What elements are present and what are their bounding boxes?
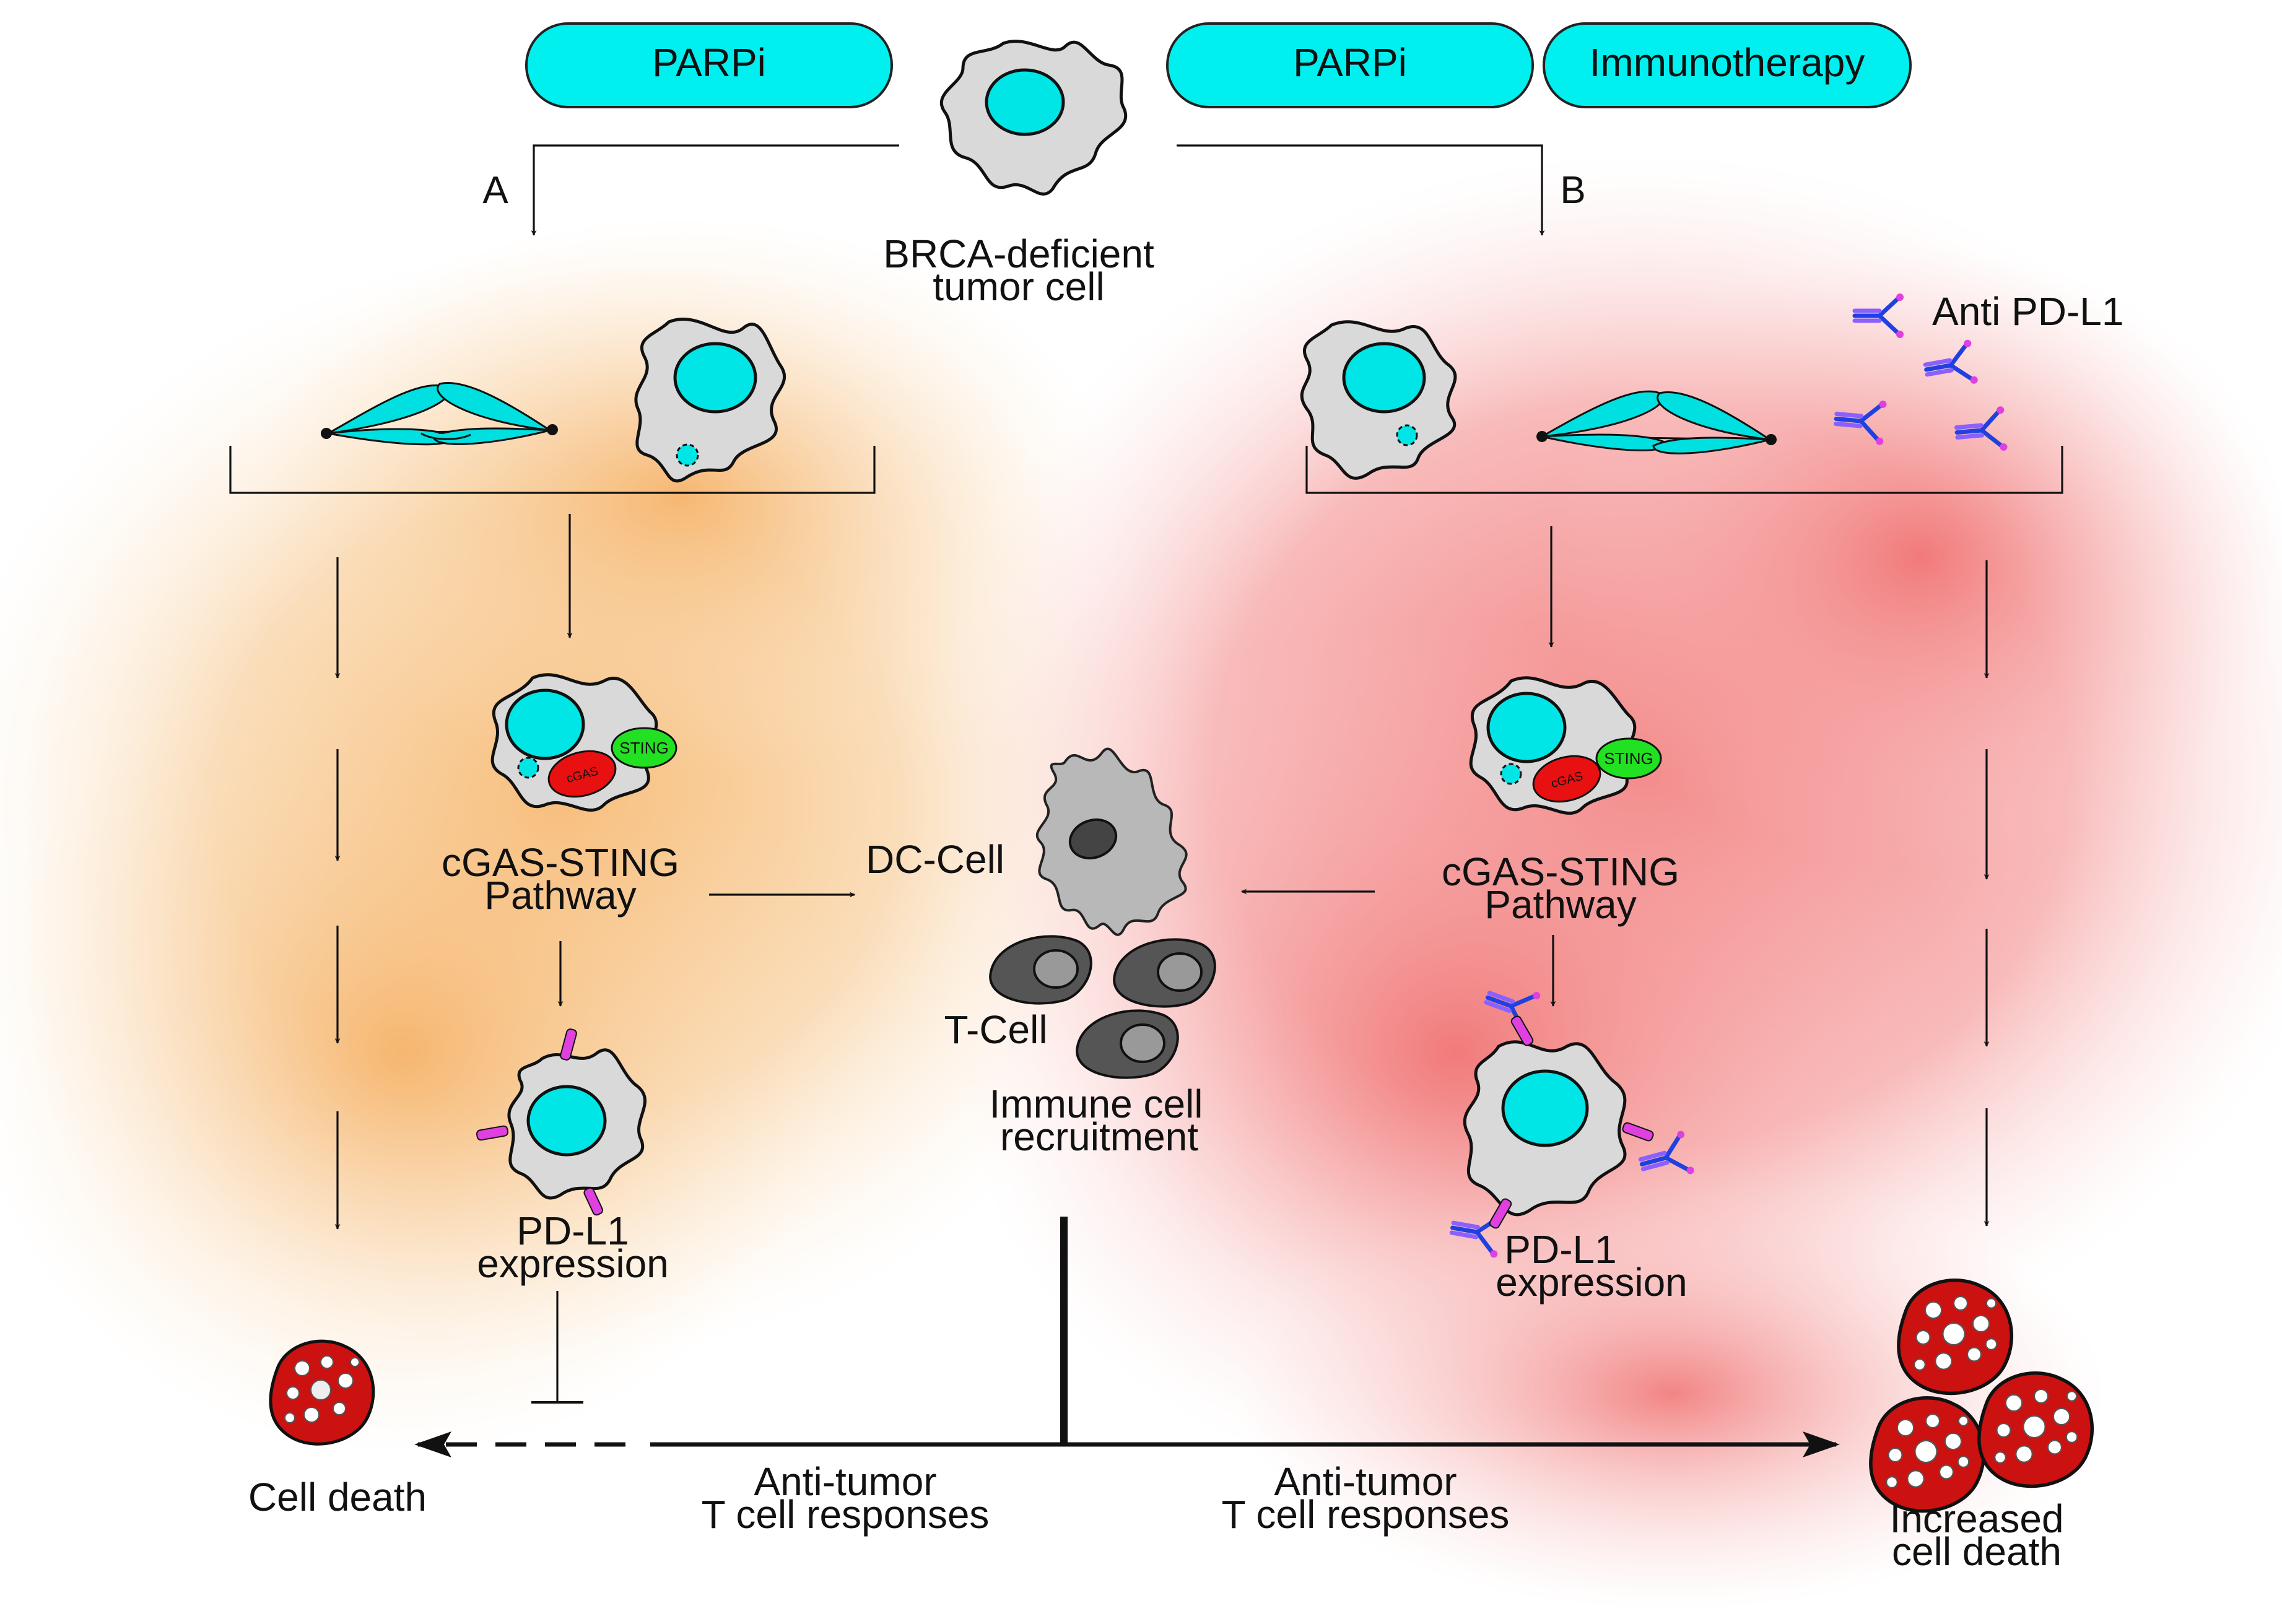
t-cell-2 (1113, 938, 1216, 1008)
right-pdl1-cell (1463, 1015, 1654, 1229)
right-pdl1-line1: PD-L1 (1504, 1227, 1616, 1272)
t-cell-3 (1076, 1009, 1179, 1079)
immunotherapy-pill: Immunotherapy (1543, 22, 1912, 108)
left-sting-text: STING (619, 739, 668, 757)
branch-a-label: A (482, 169, 508, 212)
right-response-line2: T cell responses (1222, 1492, 1510, 1537)
right-outcome-line2: cell death (1892, 1529, 2062, 1574)
right-bracket (1305, 446, 2063, 494)
right-response-line1: Anti-tumor (1274, 1459, 1457, 1504)
t-cell-1 (989, 935, 1092, 1005)
antibody-icon (1923, 339, 1978, 384)
antibody-icon (1954, 406, 2008, 451)
left-pathway-line1: cGAS-STING (442, 840, 679, 885)
left-mitotic-spindle (321, 382, 558, 446)
right-pdl1-line2: expression (1496, 1260, 1688, 1305)
branch-b-arrow (1177, 144, 1545, 236)
left-response-line2: T cell responses (702, 1492, 990, 1537)
left-micronucleus-cell (634, 318, 786, 483)
dead-cell-icon (1977, 1371, 2094, 1488)
right-sting-text: STING (1604, 749, 1653, 768)
brca-tumor-cell (939, 40, 1128, 196)
left-dead-cell (269, 1339, 375, 1446)
right-cgas-sting-cell: cGAS STING (1469, 676, 1662, 815)
dc-cell-label: DC-Cell (866, 837, 1004, 882)
left-response-line1: Anti-tumor (754, 1459, 936, 1504)
right-pathway-line2: Pathway (1484, 882, 1636, 927)
right-micronucleus-cell (1300, 320, 1457, 480)
left-parpi-label: PARPi (652, 40, 766, 85)
antibody-icon (1638, 1131, 1694, 1175)
recruitment-line2: recruitment (1000, 1114, 1198, 1159)
right-parpi-pill: PARPi (1166, 22, 1534, 108)
left-pdl1-line2: expression (477, 1241, 669, 1286)
tumor-cell-label-line1: BRCA-deficient (883, 232, 1154, 276)
immunotherapy-label: Immunotherapy (1590, 40, 1865, 85)
antibody-icon (1833, 400, 1887, 445)
left-pathway-line2: Pathway (484, 873, 636, 918)
branch-a-arrow (531, 144, 899, 236)
antibody-group (1449, 293, 2008, 1258)
right-dead-cells (1869, 1279, 2094, 1513)
right-pathway-line1: cGAS-STING (1442, 849, 1679, 894)
branch-b-label: B (1560, 169, 1585, 212)
left-inhibition-bar (531, 1291, 583, 1404)
t-cell-label: T-Cell (944, 1007, 1047, 1052)
anti-pdl1-label: Anti PD-L1 (1932, 289, 2123, 334)
left-cgas-sting-cell: cGAS STING (490, 673, 677, 812)
antibody-icon (1484, 991, 1541, 1035)
left-pdl1-cell (476, 1028, 647, 1216)
tumor-cell-label-line2: tumor cell (933, 264, 1104, 309)
right-mitotic-spindle (1536, 390, 1777, 454)
recruitment-line1: Immune cell (990, 1082, 1203, 1126)
antibody-icon (1852, 293, 1904, 338)
left-bracket (229, 446, 876, 494)
right-parpi-label: PARPi (1293, 40, 1407, 85)
dead-cell-icon (1897, 1279, 2014, 1396)
left-parpi-pill: PARPi (525, 22, 893, 108)
dc-cell (1035, 747, 1188, 936)
dead-cell-icon (1869, 1396, 1986, 1513)
right-outcome-line1: Increased (1889, 1496, 2063, 1541)
left-pdl1-line1: PD-L1 (516, 1209, 629, 1253)
left-outcome-label: Cell death (248, 1475, 427, 1519)
